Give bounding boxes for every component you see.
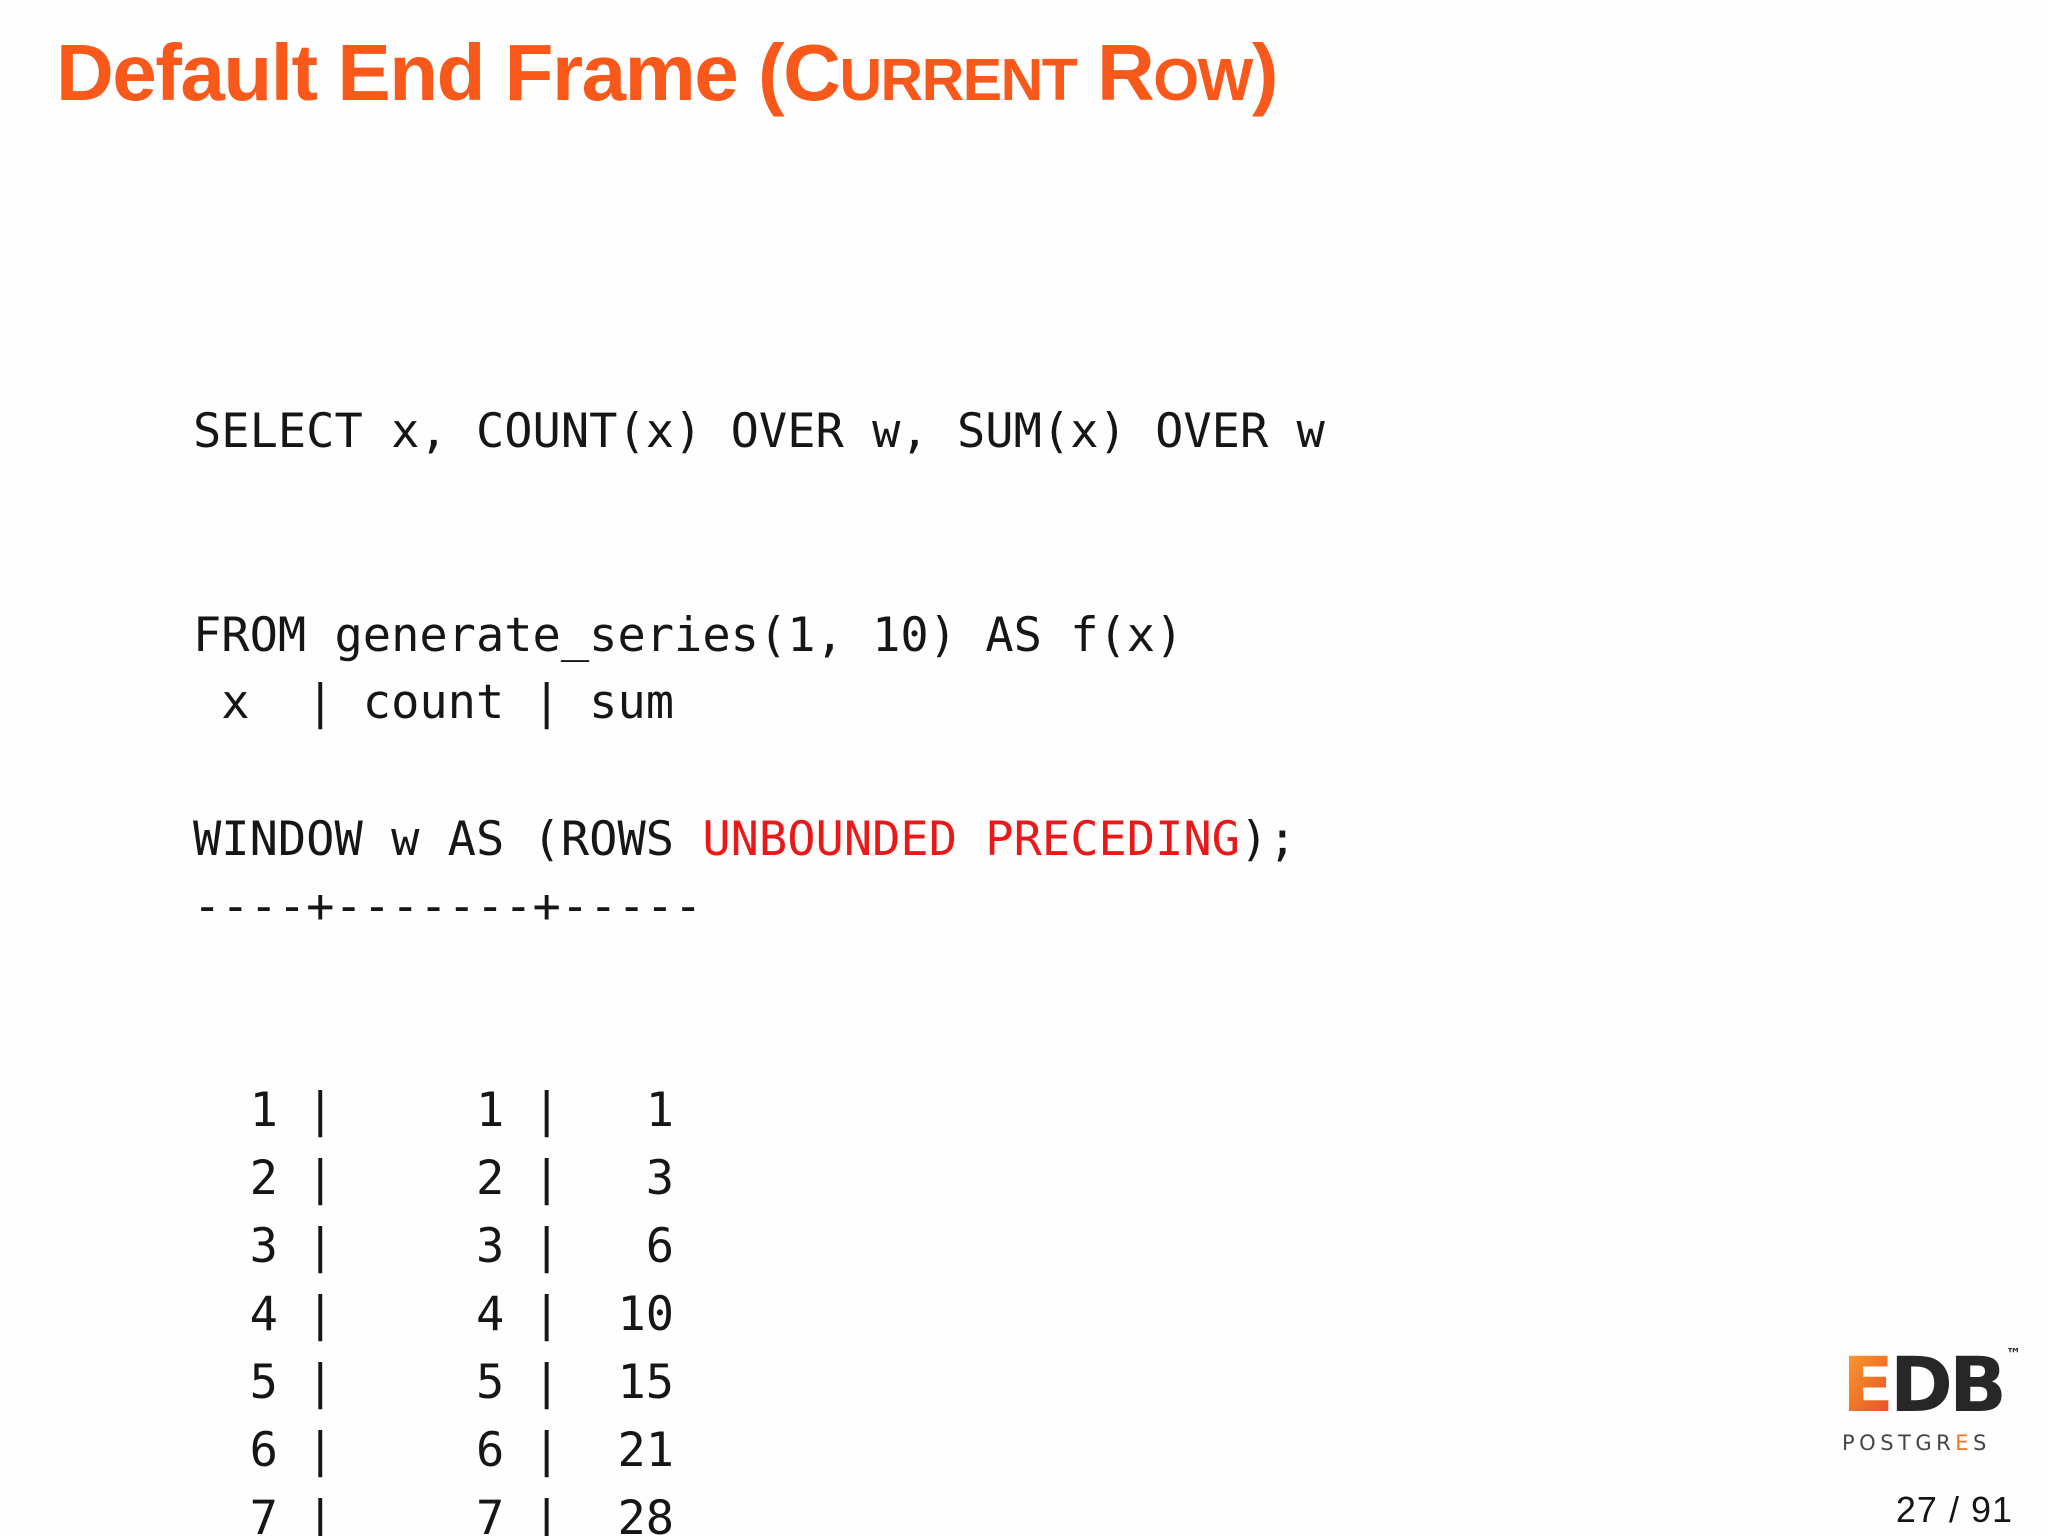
sql-line-3: WINDOW w AS (ROWS UNBOUNDED PRECEDING); (193, 806, 1325, 874)
sql-line-1: SELECT x, COUNT(x) OVER w, SUM(x) OVER w (193, 404, 1325, 459)
query-result-table: x | count | sum ----+-------+----- 1 | 1… (193, 533, 702, 1536)
table-row: 1 | 1 | 1 (193, 1083, 675, 1138)
sql-line-3-post: ); (1239, 812, 1297, 867)
table-separator: ----+-------+----- (193, 879, 703, 934)
logo-postgres-wordmark: POSTGRES (1842, 1431, 2021, 1455)
title-segment: ) (1251, 28, 1279, 117)
logo-edb-letter-e: E (1842, 1340, 1894, 1429)
page-title: Default End Frame (CURRENT ROW) (56, 33, 1279, 113)
logo-postgres-orange-e: E (1955, 1431, 1973, 1455)
trademark-symbol: ™ (2005, 1345, 2021, 1363)
table-row: 2 | 2 | 3 (193, 1151, 675, 1206)
table-header: x | count | sum (193, 675, 675, 730)
title-smallcaps-segment: OW (1153, 47, 1253, 113)
sql-line-2: FROM generate_series(1, 10) AS f(x) (193, 608, 1184, 663)
logo-postgres-pre: POSTGR (1842, 1431, 1956, 1455)
table-row: 3 | 3 | 6 (193, 1219, 675, 1274)
logo-postgres-post: S (1973, 1431, 1991, 1455)
table-row: 4 | 4 | 10 (193, 1287, 675, 1342)
logo-edb-letters-db: DB (1889, 1340, 2007, 1429)
sql-code-block: SELECT x, COUNT(x) OVER w, SUM(x) OVER w… (193, 262, 1325, 1010)
title-smallcaps-segment: URRENT (839, 47, 1077, 113)
table-body: 1 | 1 | 1 2 | 2 | 3 3 | 3 | 6 4 | 4 | 10… (193, 1077, 702, 1536)
sql-line-3-pre: WINDOW w AS (ROWS (193, 812, 703, 867)
table-row: 5 | 5 | 15 (193, 1355, 675, 1410)
sql-highlight-unbounded-preceding: UNBOUNDED PRECEDING (702, 812, 1240, 867)
table-row: 7 | 7 | 28 (193, 1491, 675, 1536)
page-number: 27 / 91 (1895, 1489, 2013, 1530)
title-segment: Default End Frame (C (56, 28, 841, 117)
table-row: 6 | 6 | 21 (193, 1423, 675, 1478)
title-segment: R (1076, 28, 1155, 117)
